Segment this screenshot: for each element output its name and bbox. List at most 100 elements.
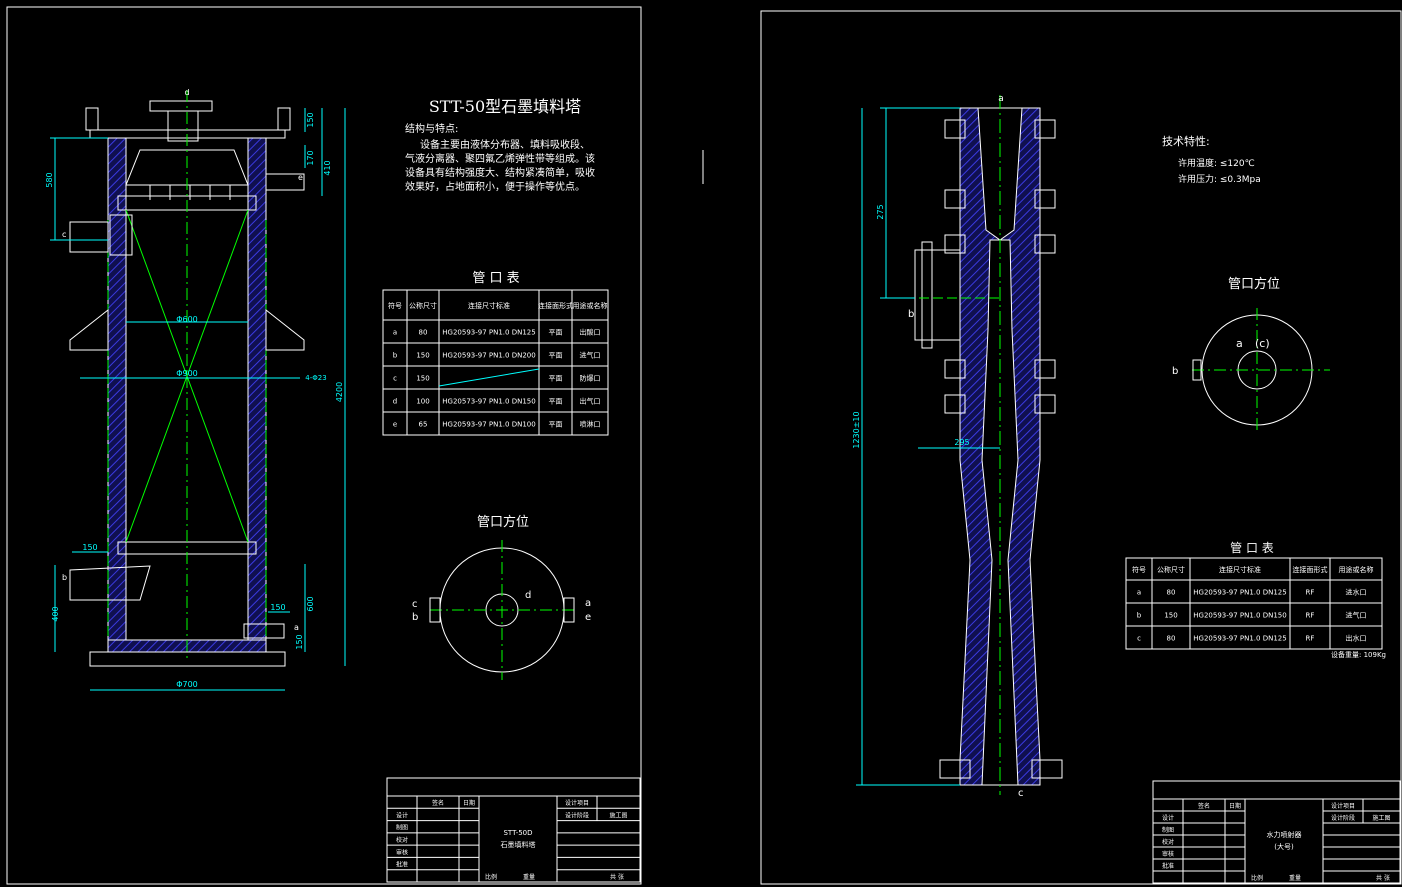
right-ejector-drawing: 275 1230±10 295 a b c — [852, 94, 1063, 799]
right-table-cell-0-4: 进水口 — [1346, 588, 1367, 597]
left-table-cell-2-1: 150 — [416, 375, 429, 383]
right-orient-label-c: (c) — [1255, 337, 1270, 350]
left-table-cell-0-3: 平面 — [549, 329, 563, 337]
left-title-block: 签名日期设计制图校对审核批准STT-50D石墨填料塔设计项目设计阶段施工图比例重… — [386, 777, 641, 883]
right-tb-row-4: 批准 — [1162, 862, 1174, 870]
nozzle-mark-e: e — [298, 173, 303, 182]
right-nozzle-table-title: 管 口 表 — [1230, 540, 1274, 555]
right-tb-row-3: 审核 — [1162, 850, 1174, 858]
right-orient-label-a: a — [1236, 337, 1243, 350]
left-features-line-1: 设备主要由液体分布器、填料吸收段、 — [420, 138, 590, 151]
left-table-cell-1-2: HG20593-97 PN1.0 DN200 — [442, 352, 535, 360]
right-table-cell-0-3: RF — [1306, 589, 1315, 597]
left-orient-label-a: a — [585, 598, 591, 609]
left-features-line-3: 设备具有结构强度大、结构紧凑简单，吸收 — [405, 166, 595, 179]
left-features-line-4: 效果好，占地面积小，便于操作等优点。 — [405, 180, 585, 193]
left-table-cell-0-0: a — [393, 329, 397, 337]
right-orientation-diagram — [1192, 308, 1330, 432]
left-table-cell-3-4: 出气口 — [580, 397, 601, 406]
right-tb-col-sign: 签名 — [1198, 802, 1210, 810]
right-table-header-3: 连接面形式 — [1293, 565, 1328, 574]
dim-h580: 580 — [45, 172, 54, 187]
right-table-cell-1-4: 进气口 — [1346, 611, 1367, 620]
left-table-cell-1-4: 进气口 — [580, 351, 601, 360]
right-tb-bottom-1: 重量 — [1289, 874, 1301, 882]
left-tb-bottom-1: 重量 — [523, 873, 535, 881]
left-table-header-2: 连接尺寸标准 — [468, 301, 510, 310]
dim-h600: 600 — [306, 596, 315, 611]
left-tb-row-1: 制图 — [396, 824, 408, 832]
right-weight-note: 设备重量: 109Kg — [1331, 650, 1386, 659]
left-table-cell-4-4: 喷淋口 — [580, 420, 601, 429]
left-tb-row-4: 批准 — [396, 861, 408, 869]
right-tb-row-2: 校对 — [1162, 838, 1174, 846]
left-tower-drawing: d c e b a Φ600 Φ900 Φ700 150 150 4-Φ23 5… — [45, 88, 346, 691]
left-table-header-4: 用途或名称 — [573, 301, 608, 310]
right-tech-line-1: 许用温度: ≤120℃ — [1178, 157, 1255, 169]
left-table-cell-3-3: 平面 — [549, 398, 563, 406]
right-table-cell-2-4: 出水口 — [1346, 634, 1367, 643]
left-orientation-title: 管口方位 — [477, 514, 529, 530]
dim-h170: 170 — [306, 150, 315, 165]
right-table-cell-2-0: c — [1137, 635, 1141, 643]
right-tech-line-2: 许用压力: ≤0.3Mpa — [1178, 173, 1261, 185]
right-table-cell-0-1: 80 — [1167, 589, 1176, 597]
dim-h4200: 4200 — [335, 382, 344, 402]
right-tb-right-0: 设计项目 — [1331, 802, 1355, 810]
right-orient-label-b: b — [1172, 366, 1178, 377]
right-table-cell-1-1: 150 — [1164, 612, 1177, 620]
left-table-cell-0-1: 80 — [419, 329, 428, 337]
left-table-cell-1-0: b — [393, 352, 398, 360]
left-table-cell-2-4: 防爆口 — [580, 374, 601, 383]
left-tb-row-3: 审核 — [396, 848, 408, 856]
nozzle-mark-d: d — [184, 88, 189, 97]
left-tb-name2: 石墨填料塔 — [501, 840, 536, 849]
right-tb-right-2: 施工图 — [1372, 814, 1390, 822]
right-tb-col-date: 日期 — [1229, 802, 1241, 810]
left-tb-name1: STT-50D — [503, 829, 532, 837]
right-table-cell-2-2: HG20593-97 PN1.0 DN125 — [1193, 635, 1286, 643]
right-table-header-2: 连接尺寸标准 — [1219, 565, 1261, 574]
right-table-cell-1-2: HG20593-97 PN1.0 DN150 — [1193, 612, 1286, 620]
right-table-cell-2-1: 80 — [1167, 635, 1176, 643]
right-orientation-title: 管口方位 — [1228, 276, 1280, 292]
dim-bolt: 4-Φ23 — [305, 374, 326, 382]
left-tb-bottom-2: 共 张 — [610, 873, 624, 881]
left-orient-label-e: e — [585, 612, 591, 623]
left-table-header-3: 连接面形式 — [538, 301, 573, 310]
left-table-cell-4-0: e — [393, 421, 397, 429]
right-tech-heading: 技术特性: — [1162, 134, 1210, 148]
left-table-cell-3-0: d — [393, 398, 397, 406]
right-tb-bottom-0: 比例 — [1251, 874, 1263, 882]
nozzle-mark-a: a — [294, 623, 299, 632]
dim-w295: 295 — [954, 438, 969, 447]
left-tb-bottom-0: 比例 — [485, 873, 497, 881]
right-tb-name1: 水力喷射器 — [1267, 830, 1302, 839]
right-table-header-4: 用途或名称 — [1339, 565, 1374, 574]
right-nozzle-mark-b: b — [908, 309, 914, 320]
dim-d900: Φ900 — [176, 369, 198, 378]
dim-w150b: 150 — [270, 603, 285, 612]
nozzle-mark-b: b — [62, 573, 67, 582]
left-orient-label-c: c — [412, 599, 418, 610]
left-orient-label-d: d — [525, 590, 531, 601]
right-table-cell-2-3: RF — [1306, 635, 1315, 643]
dim-h150t: 150 — [306, 112, 315, 127]
right-tb-row-1: 制图 — [1162, 826, 1174, 834]
dim-base: Φ700 — [176, 680, 198, 689]
left-table-cell-0-4: 出酸口 — [580, 328, 601, 337]
left-table-cell-4-2: HG20593-97 PN1.0 DN100 — [442, 421, 535, 429]
left-orient-label-b: b — [412, 612, 418, 623]
left-sheet-border — [6, 6, 642, 885]
dim-h1230: 1230±10 — [852, 411, 861, 448]
left-sheet-title: STT-50型石墨填料塔 — [429, 97, 581, 116]
dim-h400: 400 — [51, 606, 60, 621]
left-table-cell-2-0: c — [393, 375, 397, 383]
left-nozzle-table-title: 管 口 表 — [472, 271, 519, 286]
right-table-cell-0-0: a — [1137, 589, 1141, 597]
left-features-heading: 结构与特点: — [405, 122, 458, 135]
nozzle-mark-c: c — [62, 230, 66, 239]
